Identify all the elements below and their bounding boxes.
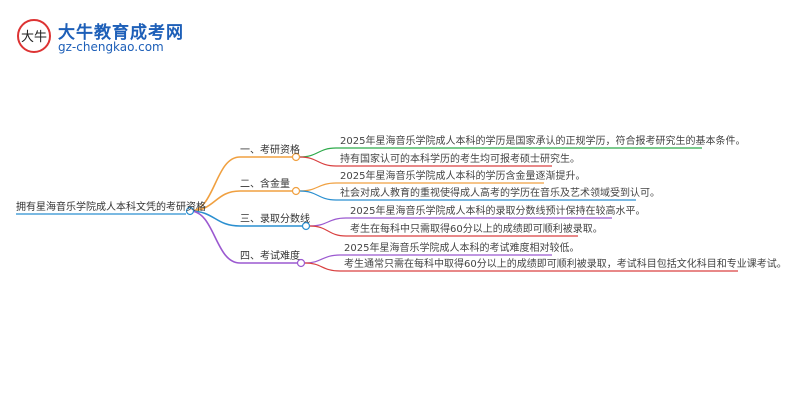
mindmap-connectors — [16, 147, 738, 272]
branch-1-leaf-1: 2025年星海音乐学院成人本科的学历是国家承认的正规学历，符合报考研究生的基本条… — [340, 136, 746, 147]
branch-3-leaf-2: 考生在每科中只需取得60分以上的成绩即可顺利被录取。 — [350, 224, 603, 235]
logo-mark-text: 大牛 — [21, 30, 47, 45]
logo-mark-icon: 大牛 — [17, 19, 51, 53]
branch-1-leaf-2: 持有国家认可的本科学历的考生均可报考硕士研究生。 — [340, 154, 580, 165]
branch-3-label: 三、录取分数线 — [240, 214, 310, 225]
branch-2-leaf-1: 2025年星海音乐学院成人本科的学历含金量逐渐提升。 — [340, 171, 586, 182]
mindmap-root: 拥有星海音乐学院成人本科文凭的考研资格 — [16, 202, 206, 213]
brand-name: 大牛教育成考网 — [58, 23, 184, 43]
connector-root-branch-1 — [189, 156, 292, 212]
branch-4-leaf-2: 考生通常只需在每科中取得60分以上的成绩即可顺利被录取，考试科目包括文化科目和专… — [344, 259, 787, 270]
connector-root-branch-4 — [189, 210, 297, 264]
connector-root-branch-2 — [189, 190, 292, 212]
branch-1-label: 一、考研资格 — [240, 145, 300, 156]
root-node — [185, 206, 195, 216]
site-logo[interactable]: 大牛 大牛教育成考网 gz-chengkao.com — [16, 18, 186, 58]
branch-2-label: 二、含金量 — [240, 179, 290, 190]
branch-3-leaf-1: 2025年星海音乐学院成人本科的录取分数线预计保持在较高水平。 — [350, 206, 646, 217]
branch-4-label: 四、考试难度 — [240, 251, 300, 262]
branch-2-leaf-2: 社会对成人教育的重视使得成人高考的学历在音乐及艺术领域受到认可。 — [340, 188, 660, 199]
brand-url: gz-chengkao.com — [58, 40, 164, 54]
connector-root-branch-3 — [189, 210, 302, 227]
branch-4-leaf-1: 2025年星海音乐学院成人本科的考试难度相对较低。 — [344, 243, 580, 254]
